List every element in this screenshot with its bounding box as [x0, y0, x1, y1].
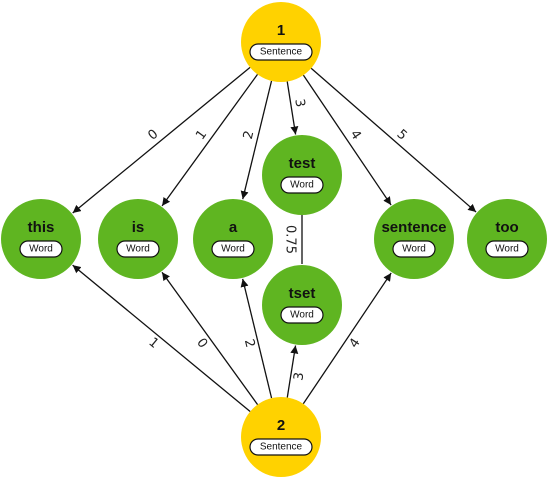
- node-type-badge: [280, 176, 324, 194]
- node-circle: [374, 199, 454, 279]
- node-title: is: [132, 219, 145, 236]
- node-type-label: Sentence: [260, 47, 303, 58]
- node-title: this: [28, 219, 55, 236]
- node-type-badge: [116, 240, 160, 258]
- edge-s1-this: [72, 66, 251, 214]
- node-type-label: Word: [126, 244, 150, 255]
- edge-label: 0.75: [283, 225, 298, 254]
- node-type-badge: [280, 306, 324, 324]
- node-title: test: [289, 155, 316, 172]
- edge-s1-a: [240, 80, 273, 200]
- edge-s2-a: [240, 278, 273, 399]
- node-type-badge: [392, 240, 436, 258]
- edge-label: 2: [241, 129, 258, 141]
- edge-label: 0: [193, 336, 210, 351]
- node-type-label: Word: [221, 244, 245, 255]
- node-type-badge: [249, 43, 313, 61]
- node-type-badge: [249, 438, 313, 456]
- node-title: too: [495, 219, 518, 236]
- node-type-label: Word: [290, 180, 314, 191]
- edge-label: 2: [241, 338, 258, 350]
- node-type-label: Sentence: [260, 442, 303, 453]
- node-type-label: Word: [402, 244, 426, 255]
- node-type-label: Word: [290, 310, 314, 321]
- edge-s2-is: [161, 271, 259, 405]
- edge-label: 3: [291, 98, 307, 109]
- node-type-badge: [19, 240, 63, 258]
- edge-label: 4: [347, 336, 364, 351]
- edge-s1-test: [286, 81, 299, 135]
- node-circle: [193, 199, 273, 279]
- node-title: tset: [289, 285, 316, 302]
- node-circle: [467, 199, 547, 279]
- edge-label: 3: [291, 371, 307, 382]
- node-circle: [241, 2, 321, 82]
- node-circle: [98, 199, 178, 279]
- edge-label: 1: [193, 127, 210, 143]
- node-circle: [241, 397, 321, 477]
- node-circle: [262, 265, 342, 345]
- edge-label: 1: [145, 335, 161, 352]
- node-circle: [1, 199, 81, 279]
- edge-s2-this: [72, 264, 251, 413]
- edge-s1-sentence: [302, 74, 392, 206]
- node-title: sentence: [381, 219, 446, 236]
- node-type-label: Word: [495, 244, 519, 255]
- node-title: 1: [277, 22, 285, 39]
- node-type-badge: [211, 240, 255, 258]
- node-title: 2: [277, 417, 285, 434]
- node-type-label: Word: [29, 244, 53, 255]
- edge-label: 0: [145, 127, 161, 144]
- node-circle: [262, 135, 342, 215]
- edge-s1-is: [161, 73, 259, 207]
- edge-s2-tset: [286, 345, 299, 398]
- edge-label: 5: [394, 127, 410, 144]
- edge-s1-too: [310, 67, 477, 213]
- node-title: a: [229, 219, 238, 236]
- edge-s2-sentence: [302, 272, 392, 405]
- node-type-badge: [485, 240, 529, 258]
- edge-label: 4: [347, 127, 364, 142]
